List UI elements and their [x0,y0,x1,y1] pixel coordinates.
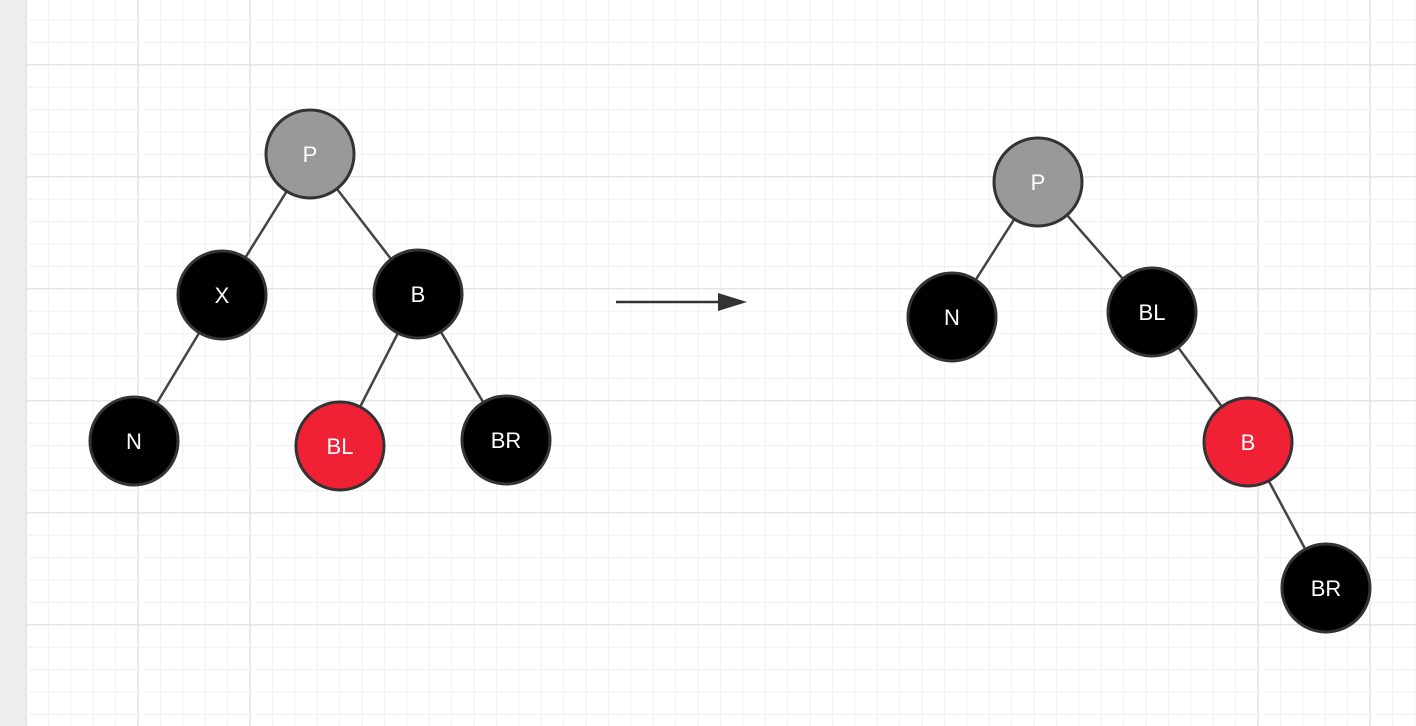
after-node-bl-circle [1106,266,1198,358]
after-node-p-circle [992,136,1084,228]
before-node-bl-circle [294,400,386,492]
tree-edges [132,153,1328,589]
after-node-br: BR [1280,542,1372,634]
before-node-n-label: N [126,429,142,454]
tree-nodes: P X B N BL BR P N BL B BR [88,108,1372,634]
before-node-p-label: P [303,142,318,167]
before-node-b-label: B [411,282,426,307]
after-node-bl-label: BL [1139,300,1166,325]
after-node-b: B [1202,396,1294,488]
before-node-n-circle [88,395,180,487]
after-node-n-label: N [944,305,960,330]
before-node-bl-label: BL [327,434,354,459]
after-node-p-label: P [1031,170,1046,195]
before-node-x: X [176,249,268,341]
after-node-n: N [906,271,998,363]
before-node-b-circle [372,248,464,340]
before-node-p-circle [264,108,356,200]
before-node-br-circle [460,394,552,486]
after-node-b-label: B [1241,430,1256,455]
after-node-n-circle [906,271,998,363]
after-node-p: P [992,136,1084,228]
before-node-bl: BL [294,400,386,492]
after-node-bl: BL [1106,266,1198,358]
right-arrow-icon [616,293,747,311]
before-node-x-circle [176,249,268,341]
before-node-br: BR [460,394,552,486]
before-node-b: B [372,248,464,340]
before-node-br-label: BR [491,428,522,453]
background-grid [25,0,1416,726]
after-node-br-circle [1280,542,1372,634]
after-node-b-circle [1202,396,1294,488]
before-node-p: P [264,108,356,200]
before-node-n: N [88,395,180,487]
after-node-br-label: BR [1311,576,1342,601]
before-node-x-label: X [215,283,230,308]
